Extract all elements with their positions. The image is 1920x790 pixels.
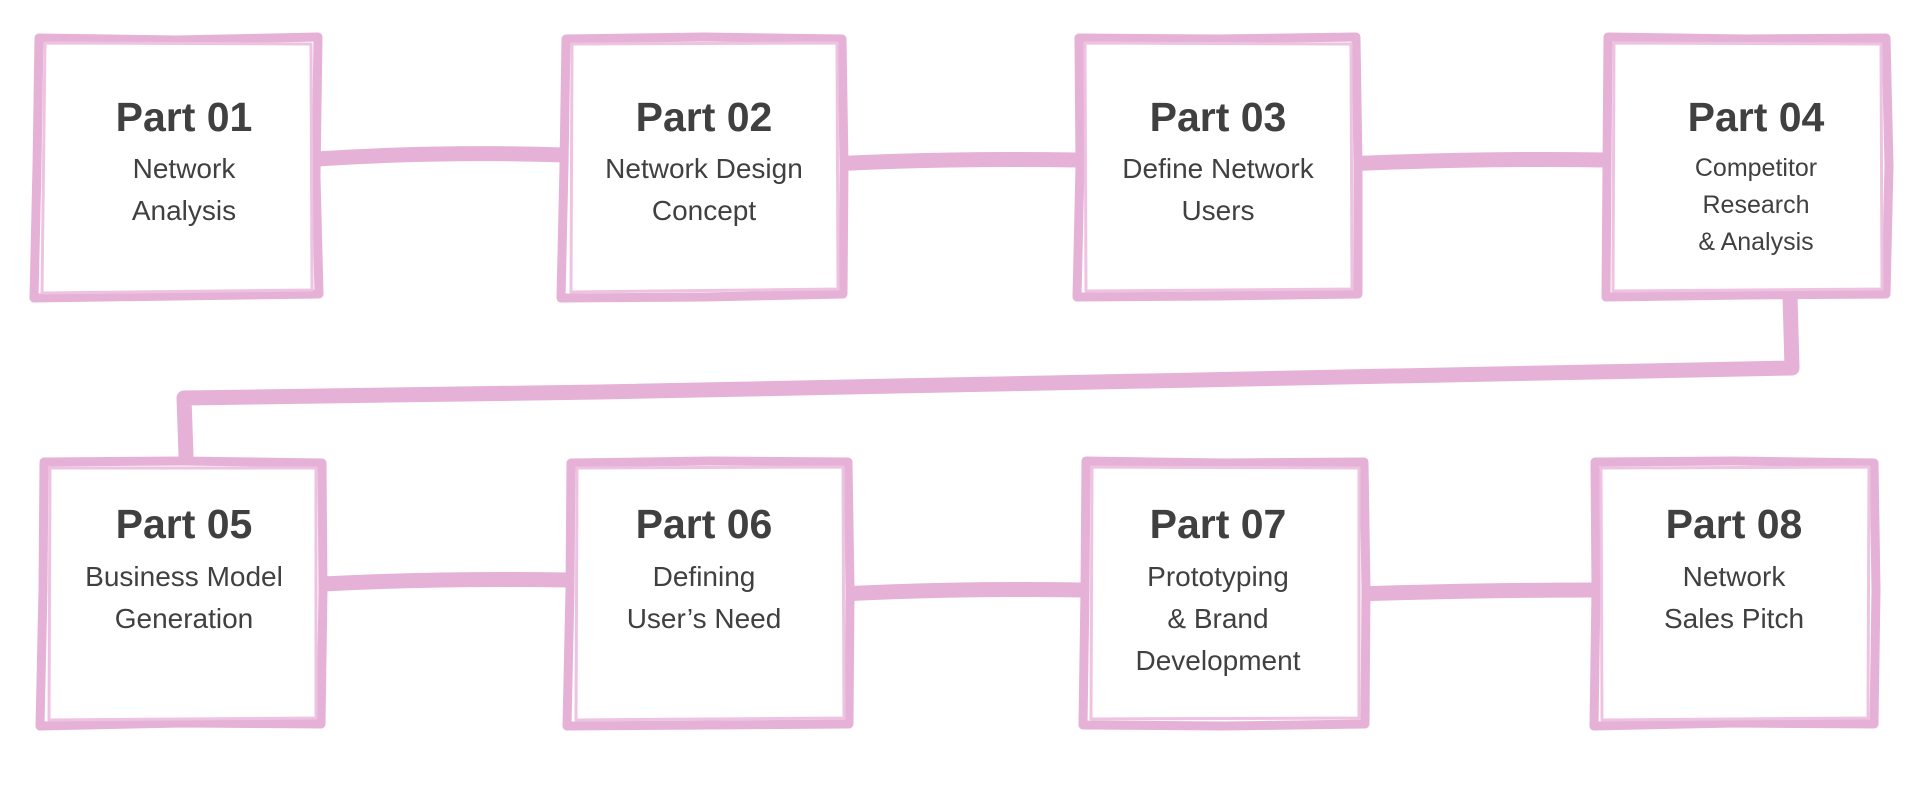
step-box-07: Part 07 Prototyping & Brand Development — [1078, 456, 1371, 731]
step-desc-line-1: Defining — [653, 561, 756, 592]
step-frame — [556, 32, 849, 303]
connector-03-04 — [1336, 152, 1614, 172]
connector-06-07 — [832, 582, 1092, 602]
step-frame-texture — [47, 466, 318, 722]
connector-02-03 — [822, 152, 1086, 172]
step-desc-line-1: Define Network — [1122, 153, 1314, 184]
step-desc-line-1: Competitor — [1695, 154, 1817, 182]
connector-01-02 — [308, 146, 574, 167]
step-frame-texture — [1599, 465, 1871, 722]
step-desc-line-2: Analysis — [132, 195, 236, 226]
step-title: Part 02 — [636, 94, 773, 140]
step-title: Part 01 — [116, 94, 253, 140]
step-desc-line-2: Research — [1703, 191, 1810, 219]
step-frame-texture — [569, 41, 840, 294]
step-desc-line-1: Prototyping — [1147, 561, 1289, 592]
step-desc-line-1: Network Design — [605, 153, 803, 184]
step-box-03: Part 03 Define Network Users — [1072, 32, 1363, 302]
step-desc-line-1: Business Model — [85, 561, 283, 592]
connector-07-08 — [1346, 582, 1602, 602]
step-frame-texture — [1611, 41, 1884, 293]
step-desc-line-2: User’s Need — [627, 603, 782, 634]
connector-05-06 — [314, 572, 578, 592]
step-desc-line-2: Generation — [115, 603, 254, 634]
step-desc-line-1: Network — [133, 153, 237, 184]
step-box-01: Part 01 Network Analysis — [29, 32, 324, 303]
step-desc-line-3: & Analysis — [1698, 228, 1813, 256]
step-frame — [29, 32, 324, 303]
step-frame — [1601, 32, 1894, 302]
step-frame — [1078, 456, 1371, 731]
step-title: Part 04 — [1688, 94, 1825, 140]
step-title: Part 07 — [1150, 501, 1287, 547]
step-frame — [35, 456, 328, 731]
step-box-08: Part 08 Network Sales Pitch — [1589, 456, 1881, 731]
step-frame-texture — [40, 41, 314, 295]
step-title: Part 03 — [1150, 94, 1287, 140]
step-frame — [562, 456, 855, 731]
step-frame-texture — [1089, 465, 1361, 721]
step-box-06: Part 06 Defining User’s Need — [562, 456, 855, 731]
step-box-04: Part 04 Competitor Research & Analysis — [1601, 32, 1894, 302]
step-desc-line-2: & Brand — [1167, 603, 1268, 634]
step-desc-line-3: Development — [1136, 645, 1301, 676]
step-frame-texture — [574, 465, 846, 722]
step-frame-texture — [1083, 41, 1354, 293]
step-desc-line-2: Concept — [652, 195, 757, 226]
step-box-05: Part 05 Business Model Generation — [35, 456, 328, 731]
step-title: Part 06 — [636, 501, 773, 547]
connectors — [176, 146, 1800, 602]
step-desc-line-1: Network — [1683, 561, 1787, 592]
step-frame — [1072, 32, 1363, 302]
step-desc-line-2: Users — [1181, 195, 1254, 226]
step-title: Part 08 — [1666, 501, 1803, 547]
step-frame — [1589, 456, 1881, 731]
connector-04-05 — [176, 287, 1800, 463]
step-box-02: Part 02 Network Design Concept — [556, 32, 849, 303]
step-title: Part 05 — [116, 501, 253, 547]
step-desc-line-2: Sales Pitch — [1664, 603, 1804, 634]
